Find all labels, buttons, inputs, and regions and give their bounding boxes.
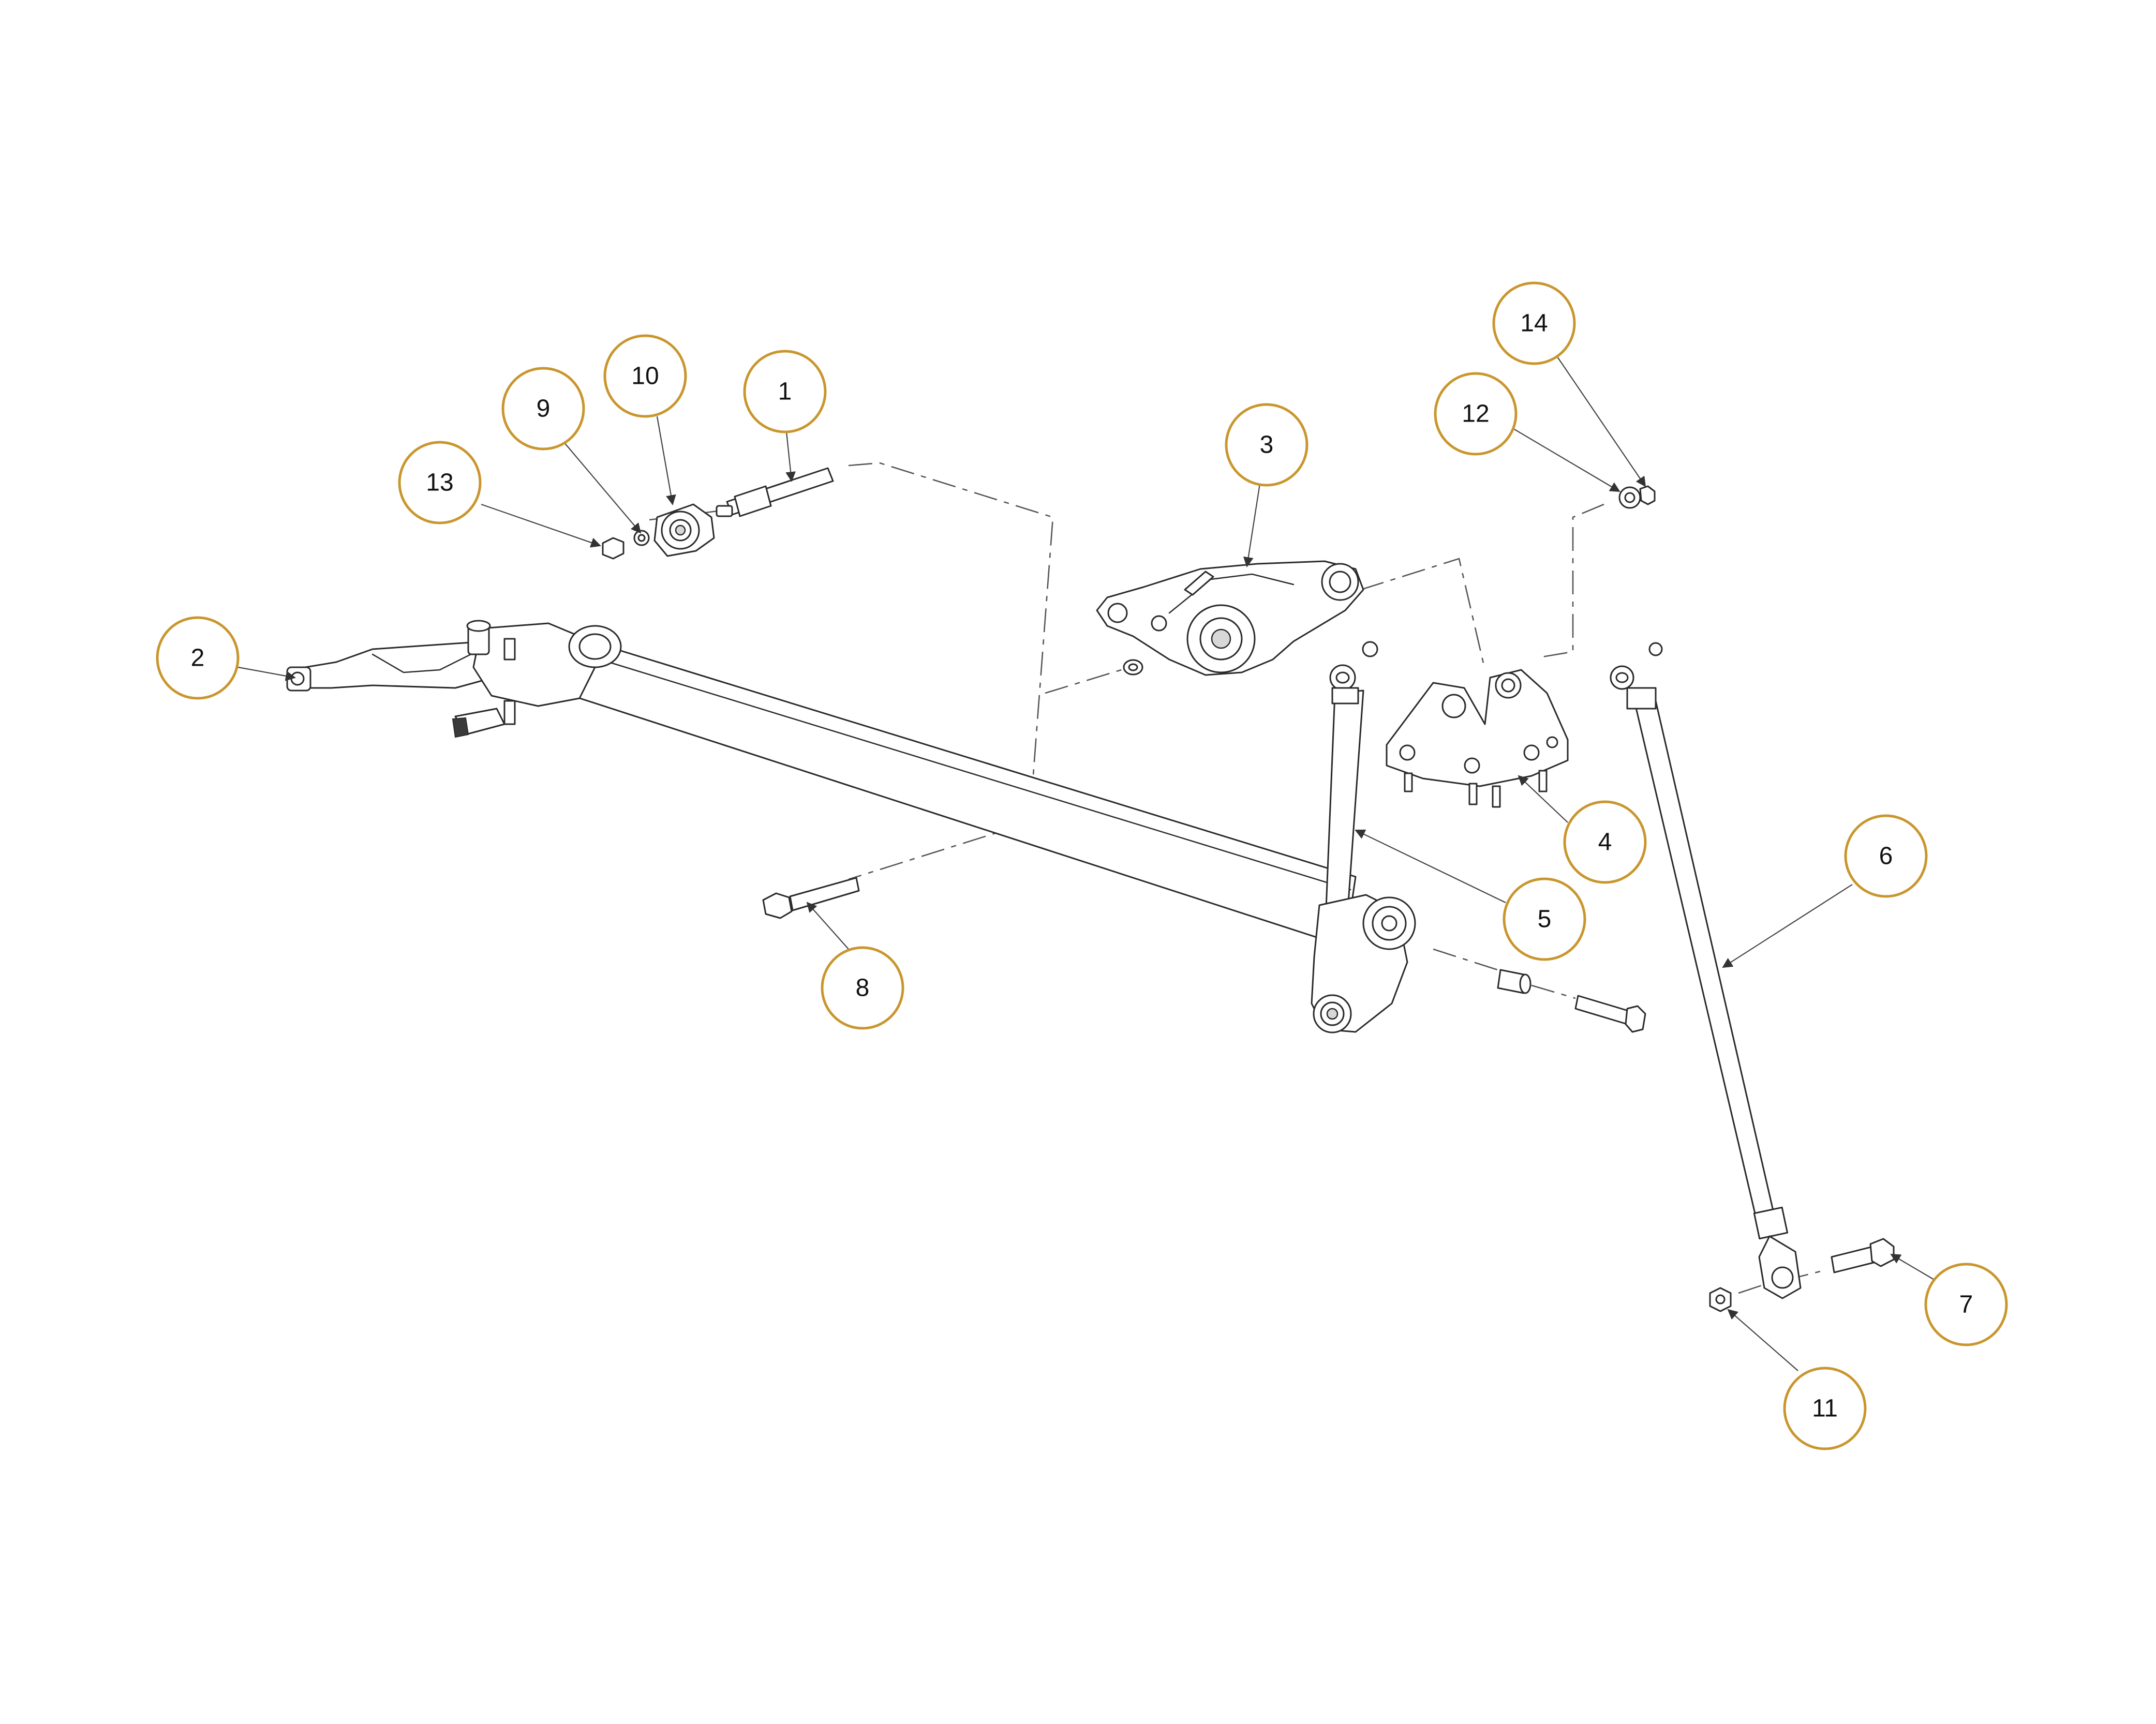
- callout-label: 12: [1462, 400, 1489, 428]
- callout-label: 8: [856, 975, 870, 1002]
- leader-8: [806, 902, 849, 950]
- part-7-bolt: [1831, 1238, 1895, 1273]
- callout-circle: [1503, 877, 1586, 961]
- part-2-cross-tube-assembly: [286, 620, 1357, 948]
- callout-circle: [1844, 814, 1928, 898]
- leader-7: [1890, 1253, 1936, 1281]
- leader-11: [1727, 1309, 1798, 1371]
- part-5-short-rod: [1311, 641, 1646, 1033]
- callout-label: 10: [631, 363, 659, 390]
- callout-12: 12: [1434, 372, 1518, 456]
- callout-label: 4: [1598, 829, 1612, 856]
- callout-label: 7: [1959, 1291, 1973, 1318]
- part-13-nut: [602, 537, 625, 560]
- leader-3: [1243, 483, 1261, 567]
- part-8-long-bolt: [762, 877, 860, 919]
- part-6-long-rod: [1610, 642, 1802, 1299]
- callout-label: 5: [1538, 906, 1552, 933]
- leader-14: [1557, 356, 1646, 487]
- callout-circle: [501, 367, 585, 451]
- callout-label: 3: [1260, 431, 1274, 459]
- part-3-bellcrank: [1096, 560, 1364, 676]
- callout-label: 14: [1520, 310, 1548, 337]
- callouts: 1 2 3 4 5 6 7 8: [156, 281, 2008, 1450]
- leader-lines: [237, 356, 1936, 1371]
- part-11-nut: [1709, 1287, 1732, 1312]
- callout-9: 9: [501, 367, 585, 451]
- callout-13: 13: [398, 441, 482, 524]
- part-12-14-nut-washer: [1618, 485, 1656, 509]
- callout-11: 11: [1783, 1367, 1867, 1450]
- callout-4: 4: [1563, 800, 1647, 884]
- callout-label: 2: [191, 644, 205, 672]
- callout-6: 6: [1844, 814, 1928, 898]
- callout-circle: [1563, 800, 1647, 884]
- callout-circle: [156, 616, 240, 700]
- callout-8: 8: [821, 946, 904, 1030]
- callout-label: 11: [1812, 1395, 1838, 1422]
- callout-2: 2: [156, 616, 240, 700]
- callout-circle: [1783, 1367, 1867, 1450]
- leader-12: [1505, 424, 1620, 492]
- leader-6: [1722, 884, 1853, 968]
- callout-circle: [821, 946, 904, 1030]
- callout-circle: [743, 350, 827, 433]
- leader-4: [1518, 775, 1568, 823]
- callout-label: 1: [778, 378, 792, 406]
- part-9-washer: [633, 530, 650, 546]
- part-4-mount-bracket: [1386, 669, 1569, 808]
- callout-circle: [398, 441, 482, 524]
- callout-label: 13: [426, 469, 453, 497]
- callout-1: 1: [743, 350, 827, 433]
- callout-label: 6: [1879, 843, 1893, 870]
- callout-10: 10: [603, 334, 687, 418]
- callout-circle: [1924, 1263, 2008, 1346]
- leader-10: [656, 416, 676, 505]
- part-1-stud: [716, 467, 834, 517]
- callout-14: 14: [1492, 281, 1576, 365]
- callout-3: 3: [1225, 403, 1309, 487]
- callout-label: 9: [537, 395, 551, 423]
- leader-1: [785, 431, 796, 482]
- leader-5: [1355, 829, 1506, 903]
- leader-9: [563, 442, 642, 534]
- leader-13: [481, 503, 601, 548]
- callout-7: 7: [1924, 1263, 2008, 1346]
- callout-circle: [1225, 403, 1309, 487]
- callout-circle: [1434, 372, 1518, 456]
- callout-5: 5: [1503, 877, 1586, 961]
- callout-circle: [1492, 281, 1576, 365]
- callout-circle: [603, 334, 687, 418]
- leader-2: [237, 666, 296, 681]
- part-10-bushing: [653, 503, 715, 557]
